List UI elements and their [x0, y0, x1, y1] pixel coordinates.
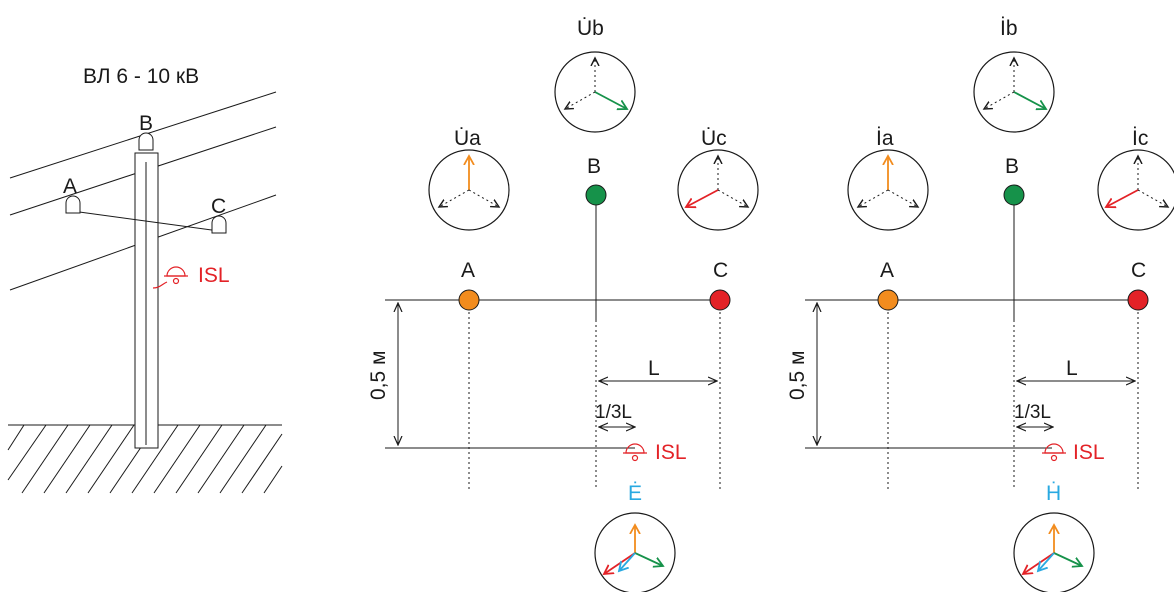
voltage-sensor-label: ISL: [655, 441, 687, 464]
pole-illustration: ВЛ 6 - 10 кВ: [7, 65, 283, 494]
voltage-phase-b-label: B: [587, 155, 601, 178]
pole-phase-a-label: A: [63, 175, 77, 198]
current-phase-c-label: C: [1131, 259, 1146, 282]
voltage-panel: U̇b U̇a U̇c B A C: [367, 17, 759, 592]
current-sensor-label: ISL: [1073, 441, 1105, 464]
voltage-sensor-icon: [623, 443, 647, 462]
current-phasor-c-icon: [1097, 149, 1174, 231]
current-phase-a-label: A: [880, 259, 894, 282]
voltage-conductor-c: [709, 289, 731, 311]
current-conductor-a: [877, 289, 899, 311]
voltage-height-label: 0,5 м: [367, 351, 390, 400]
voltage-phase-c-label: C: [713, 259, 728, 282]
voltage-vector-b-label: U̇b: [577, 17, 604, 40]
current-phasor-a-icon: [847, 149, 929, 231]
ground-hatching: [7, 424, 283, 494]
current-field-label: Ḣ: [1046, 482, 1061, 505]
voltage-conductor-b: [585, 184, 607, 206]
insulator-b: [138, 132, 154, 151]
pole-sensor-icon: [152, 266, 188, 289]
pole-phase-c-label: C: [211, 195, 226, 218]
overhead-line-title: ВЛ 6 - 10 кВ: [83, 65, 199, 88]
voltage-phasor-a-icon: [428, 149, 510, 231]
voltage-resultant-phasor-icon: [594, 512, 676, 592]
current-resultant-phasor-icon: [1013, 512, 1095, 592]
voltage-vector-a-label: U̇a: [454, 127, 481, 150]
voltage-distance-label: L: [648, 357, 660, 380]
current-distance-label: L: [1066, 357, 1078, 380]
voltage-phasor-b-icon: [554, 51, 636, 133]
pole-phase-b-label: B: [139, 112, 153, 135]
voltage-field-label: Ė: [628, 482, 642, 505]
current-third-label: 1/3L: [1014, 402, 1051, 423]
voltage-phasor-c-icon: [677, 149, 759, 231]
crossarm: [71, 210, 220, 232]
current-sensor-icon: [1042, 443, 1066, 462]
voltage-third-label: 1/3L: [595, 402, 632, 423]
pole-sensor-label: ISL: [198, 264, 230, 287]
voltage-conductor-a: [458, 289, 480, 311]
current-vector-a-label: İa: [876, 127, 894, 150]
current-vector-b-label: İb: [1000, 17, 1018, 40]
insulator-a: [65, 195, 81, 214]
current-panel: İb İa İc B A C: [786, 17, 1174, 592]
current-phase-b-label: B: [1005, 155, 1019, 178]
voltage-vector-c-label: U̇c: [701, 127, 727, 150]
current-vector-c-label: İc: [1132, 127, 1148, 150]
current-height-label: 0,5 м: [786, 351, 809, 400]
current-phasor-b-icon: [973, 51, 1055, 133]
insulator-c: [211, 215, 227, 234]
current-conductor-c: [1127, 289, 1149, 311]
voltage-phase-a-label: A: [461, 259, 475, 282]
current-conductor-b: [1003, 184, 1025, 206]
